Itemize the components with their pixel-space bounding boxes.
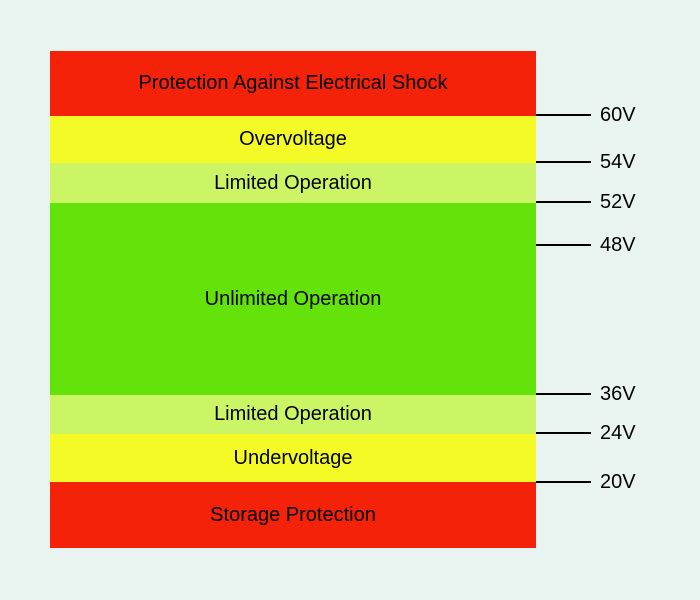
band-electrical-shock-protection: Protection Against Electrical Shock [50,51,536,116]
band-label: Storage Protection [210,503,376,526]
tick-line-36v [536,393,591,395]
band-limited-operation-upper: Limited Operation [50,163,536,203]
band-label: Protection Against Electrical Shock [138,72,448,94]
voltage-bands-column: Protection Against Electrical Shock Over… [50,51,536,548]
tick-line-52v [536,201,591,203]
band-label: Limited Operation [214,171,372,194]
tick-line-54v [536,161,591,163]
band-label: Overvoltage [239,128,347,150]
tick-label-20v: 20V [600,471,636,493]
band-limited-operation-lower: Limited Operation [50,395,536,434]
band-label: Undervoltage [233,446,353,469]
band-storage-protection: Storage Protection [50,482,536,548]
tick-label-54v: 54V [600,151,636,173]
band-unlimited-operation: Unlimited Operation [50,203,536,395]
tick-label-36v: 36V [600,383,636,405]
band-label: Unlimited Operation [204,287,382,310]
tick-line-20v [536,481,591,483]
tick-line-24v [536,432,591,434]
tick-line-48v [536,244,591,246]
band-undervoltage: Undervoltage [50,434,536,482]
band-overvoltage: Overvoltage [50,116,536,163]
tick-label-24v: 24V [600,422,636,444]
tick-line-60v [536,114,591,116]
tick-label-52v: 52V [600,191,636,213]
band-label: Limited Operation [214,403,372,425]
tick-label-48v: 48V [600,234,636,256]
tick-label-60v: 60V [600,104,636,126]
